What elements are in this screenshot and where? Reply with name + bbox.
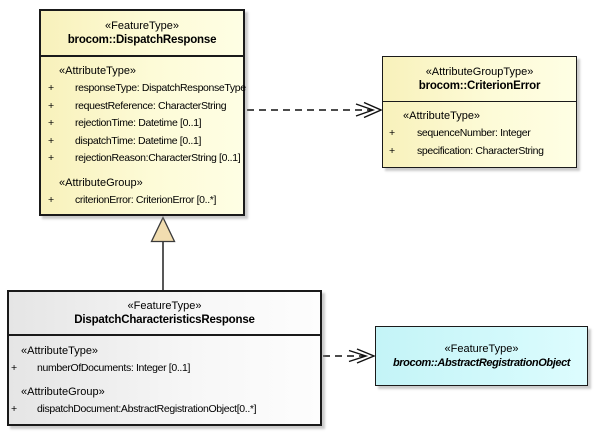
attribute-text: specification: CharacterString xyxy=(417,144,544,157)
visibility-symbol: + xyxy=(48,82,55,94)
visibility-symbol: + xyxy=(11,362,18,374)
attribute-text: rejectionTime: Datetime [0..1] xyxy=(75,117,202,129)
class-header: «AttributeGroupType» brocom::CriterionEr… xyxy=(383,57,576,102)
attribute-text: requestReference: CharacterString xyxy=(75,99,227,112)
attribute-text: responseType: DispatchResponseType xyxy=(75,82,246,94)
section-heading: «AttributeType» xyxy=(403,110,481,122)
attribute-text: rejectionReason:CharacterString [0..1] xyxy=(75,152,241,164)
attribute-text: dispatchDocument:AbstractRegistrationObj… xyxy=(37,402,257,415)
visibility-symbol: + xyxy=(389,144,396,157)
attribute-row[interactable]: + dispatchDocument:AbstractRegistrationO… xyxy=(9,401,320,419)
generalization-arrow-dispatchcharacteristics-dispatchresponse[interactable] xyxy=(150,215,176,291)
visibility-symbol: + xyxy=(48,193,55,206)
class-box-criterion-error[interactable]: «AttributeGroupType» brocom::CriterionEr… xyxy=(382,56,577,168)
class-attributes-compartment: «AttributeType» + numberOfDocuments: Int… xyxy=(9,336,320,418)
attribute-row[interactable]: + criterionError: CriterionError [0..*] xyxy=(41,192,243,210)
class-attributes-compartment: «AttributeType» + sequenceNumber: Intege… xyxy=(383,102,576,160)
section-heading: «AttributeType» xyxy=(21,345,99,357)
class-header: «FeatureType» DispatchCharacteristicsRes… xyxy=(9,292,320,336)
stereotype-label: «FeatureType» xyxy=(444,342,519,355)
section-heading: «AttributeGroup» xyxy=(59,176,143,189)
attribute-row[interactable]: + sequenceNumber: Integer xyxy=(383,125,576,143)
visibility-symbol: + xyxy=(48,117,55,129)
visibility-symbol: + xyxy=(48,99,55,112)
visibility-symbol: + xyxy=(48,134,55,147)
attribute-row[interactable]: + numberOfDocuments: Integer [0..1] xyxy=(9,360,320,378)
stereotype-label: «FeatureType» xyxy=(127,299,202,312)
stereotype-label: «FeatureType» xyxy=(105,19,179,32)
attribute-row[interactable]: + rejectionTime: Datetime [0..1] xyxy=(41,115,243,133)
visibility-symbol: + xyxy=(11,402,18,415)
attribute-text: numberOfDocuments: Integer [0..1] xyxy=(37,362,191,374)
attribute-row[interactable]: + dispatchTime: Datetime [0..1] xyxy=(41,133,243,151)
section-heading: «AttributeGroup» xyxy=(21,385,105,398)
section-spacer xyxy=(41,168,243,175)
attribute-row[interactable]: + specification: CharacterString xyxy=(383,143,576,161)
dependency-arrow-dispatchcharacteristics-abstractregistrationobject[interactable] xyxy=(323,348,376,364)
class-header: «FeatureType» brocom::DispatchResponse xyxy=(41,11,243,57)
visibility-symbol: + xyxy=(389,127,396,139)
stereotype-label: «AttributeGroupType» xyxy=(425,65,534,78)
class-name: brocom::AbstractRegistrationObject xyxy=(392,356,571,369)
class-box-dispatch-response[interactable]: «FeatureType» brocom::DispatchResponse «… xyxy=(39,9,246,216)
section-heading: «AttributeType» xyxy=(59,65,137,77)
class-box-abstract-registration-object[interactable]: «FeatureType» brocom::AbstractRegistrati… xyxy=(375,326,588,386)
class-box-dispatch-characteristics-response[interactable]: «FeatureType» DispatchCharacteristicsRes… xyxy=(7,290,322,426)
class-attributes-compartment: «AttributeType» + responseType: Dispatch… xyxy=(41,57,246,210)
attribute-row[interactable]: + requestReference: CharacterString xyxy=(41,98,243,116)
class-name: DispatchCharacteristicsResponse xyxy=(74,313,255,326)
class-name: brocom::DispatchResponse xyxy=(67,33,217,46)
attribute-text: criterionError: CriterionError [0..*] xyxy=(75,193,217,206)
attribute-text: dispatchTime: Datetime [0..1] xyxy=(75,134,202,147)
attribute-text: sequenceNumber: Integer xyxy=(417,127,531,139)
attribute-row[interactable]: + rejectionReason:CharacterString [0..1] xyxy=(41,150,243,168)
class-name: brocom::CriterionError xyxy=(418,79,541,92)
visibility-symbol: + xyxy=(48,152,55,164)
attribute-row[interactable]: + responseType: DispatchResponseType xyxy=(41,80,246,98)
dependency-arrow-dispatchresponse-criterionerror[interactable] xyxy=(247,101,383,119)
